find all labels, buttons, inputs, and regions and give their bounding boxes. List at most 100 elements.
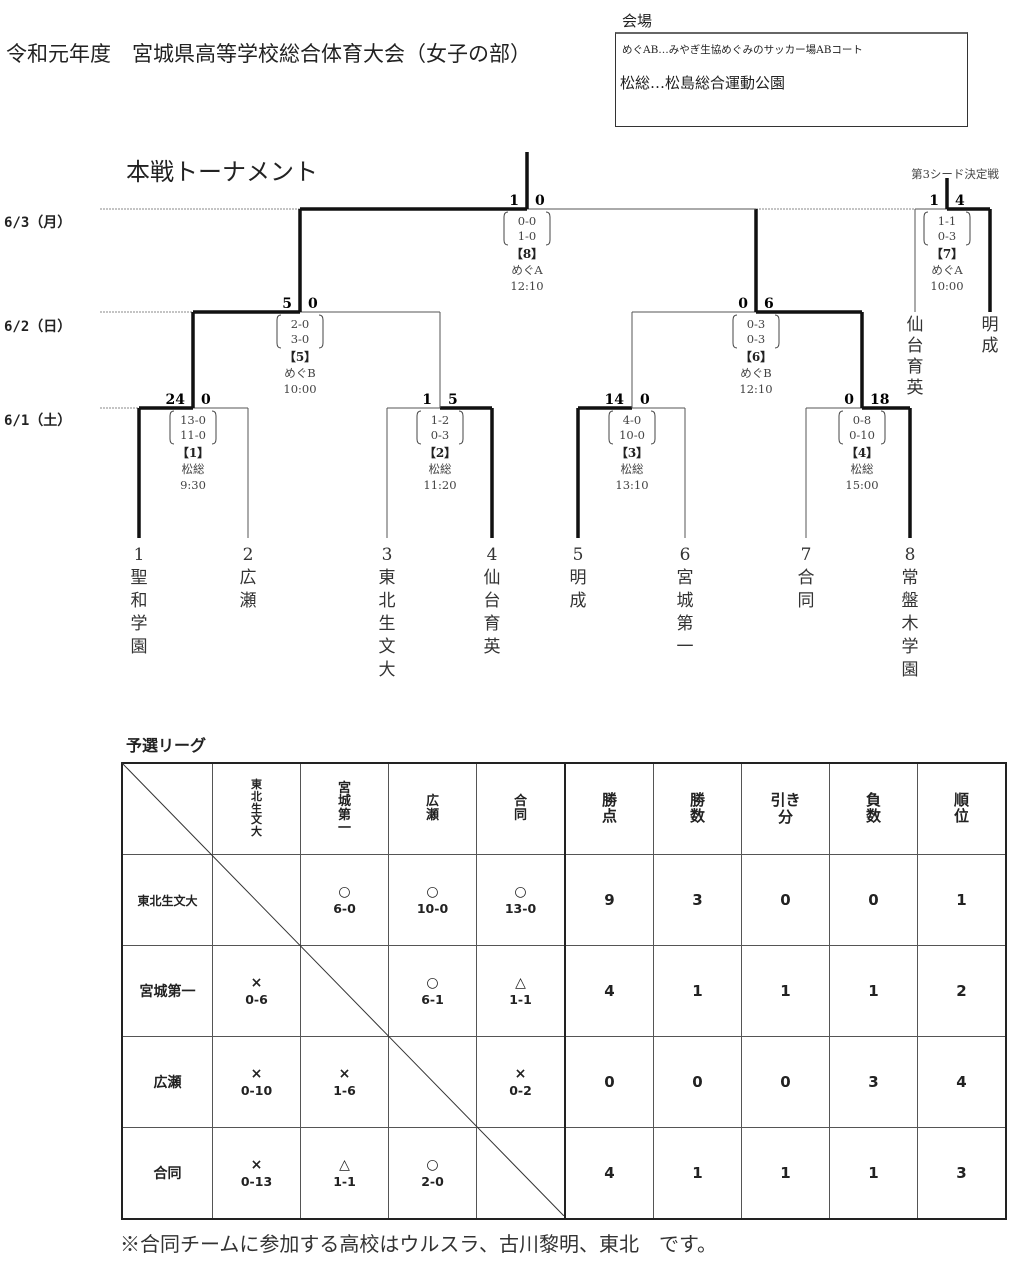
half-scores-bracket: [169, 410, 217, 445]
match-left-score: 24: [166, 392, 186, 408]
header-text: 合同: [513, 794, 527, 823]
half-score-2: 10-0: [619, 428, 645, 442]
team-seed: 1: [134, 545, 145, 565]
half-score-2: 0-3: [938, 229, 957, 243]
header-text: 負数: [865, 791, 881, 825]
match-right-score: 0: [201, 392, 211, 408]
date-round-1: 6/1（土）: [4, 413, 72, 429]
third-seed-team-char: 成: [982, 336, 999, 356]
result-mark: △: [515, 975, 526, 992]
match-right-score: 6: [764, 296, 774, 312]
stat-cell: 0: [741, 854, 830, 946]
result-score: 0-6: [245, 991, 268, 1007]
match-venue: めぐB: [740, 366, 771, 380]
match-time: 15:00: [845, 478, 878, 492]
match-number: 【1】: [177, 445, 209, 460]
team-seed: 2: [243, 545, 254, 565]
match-left-score: 0: [844, 392, 854, 408]
half-score-1: 13-0: [180, 413, 206, 427]
team-name-char: 瀬: [240, 591, 257, 611]
team-name-char: 園: [902, 660, 919, 680]
venue-matsuso: 松総…松島総合運動公園: [620, 74, 786, 92]
col-header: 宮城第一: [300, 762, 389, 855]
stat-cell: 2: [917, 945, 1007, 1037]
match-number: 【8】: [511, 246, 543, 261]
team-name-char: 生: [379, 614, 396, 634]
team-name-char: 同: [798, 591, 815, 611]
stat-cell: 3: [917, 1127, 1007, 1220]
match-result-cell: [212, 854, 301, 946]
team-name-char: 育: [484, 614, 501, 634]
match-left-score: 1: [422, 392, 432, 408]
header-text: 順位: [953, 791, 969, 825]
result-score: 10-0: [416, 900, 449, 916]
match-time: 11:20: [423, 478, 456, 492]
third-seed-team-char: 育: [907, 357, 924, 377]
stat-cell: 0: [741, 1036, 830, 1128]
match-venue: 松総: [851, 462, 874, 476]
row-team-name: 広瀬: [121, 1036, 213, 1128]
header-text: 東北生文大: [251, 778, 262, 838]
match-result-cell: △1-1: [476, 945, 566, 1037]
stat-cell: 1: [829, 1127, 918, 1220]
match-left-score: 5: [282, 296, 292, 312]
match-number: 【5】: [284, 349, 316, 364]
match-left-score: 1: [929, 193, 939, 209]
match-result-cell: [388, 1036, 477, 1128]
team-name-char: 学: [902, 637, 919, 657]
result-mark: ○: [426, 1157, 439, 1174]
half-score-1: 1-2: [431, 413, 450, 427]
match-venue: めぐB: [284, 366, 315, 380]
stat-cell: 9: [564, 854, 654, 946]
stat-cell: 4: [564, 1127, 654, 1220]
result-score: 13-0: [504, 900, 537, 916]
third-seed-team-char: 英: [907, 378, 924, 398]
match-result-cell: [300, 945, 389, 1037]
half-scores-bracket: [923, 211, 971, 246]
team-name-char: 明: [570, 568, 587, 588]
col-header: 合同: [476, 762, 566, 855]
match-right-score: 18: [870, 392, 889, 408]
corner-cell: [121, 762, 213, 855]
stat-cell: 0: [564, 1036, 654, 1128]
col-header: 広瀬: [388, 762, 477, 855]
result-mark: ×: [250, 1157, 263, 1174]
match-right-score: 4: [955, 193, 965, 209]
match-result-cell: △1-1: [300, 1127, 389, 1220]
match-number: 【6】: [740, 349, 772, 364]
third-seed-team-char: 明: [982, 315, 999, 335]
match-venue: 松総: [429, 462, 452, 476]
half-scores-bracket: [838, 410, 886, 445]
team-name-char: 一: [677, 637, 694, 657]
result-score: 6-0: [333, 900, 356, 916]
stat-cell: 1: [653, 1127, 742, 1220]
half-score-2: 0-10: [849, 428, 875, 442]
match-result-cell: [476, 1127, 566, 1220]
header-text: 勝数: [689, 791, 705, 825]
half-score-1: 2-0: [291, 317, 310, 331]
team-seed: 7: [801, 545, 812, 565]
half-score-1: 1-1: [938, 214, 957, 228]
stat-cell: 1: [741, 1127, 830, 1220]
result-score: 6-1: [421, 991, 444, 1007]
team-name-char: 聖: [131, 568, 148, 588]
team-seed: 8: [905, 545, 916, 565]
half-score-2: 0-3: [431, 428, 450, 442]
match-time: 9:30: [180, 478, 206, 492]
match-left-score: 0: [738, 296, 748, 312]
match-right-score: 0: [640, 392, 650, 408]
match-venue: 松総: [182, 462, 205, 476]
match-result-cell: ×0-10: [212, 1036, 301, 1128]
team-name-char: 園: [131, 637, 148, 657]
match-result-cell: ○6-1: [388, 945, 477, 1037]
half-scores-bracket: [416, 410, 464, 445]
stat-cell: 4: [917, 1036, 1007, 1128]
match-right-score: 5: [448, 392, 458, 408]
result-mark: ×: [250, 1066, 263, 1083]
stat-cell: 1: [653, 945, 742, 1037]
draw-header: 引き分: [770, 791, 801, 826]
stat-cell: 4: [564, 945, 654, 1037]
